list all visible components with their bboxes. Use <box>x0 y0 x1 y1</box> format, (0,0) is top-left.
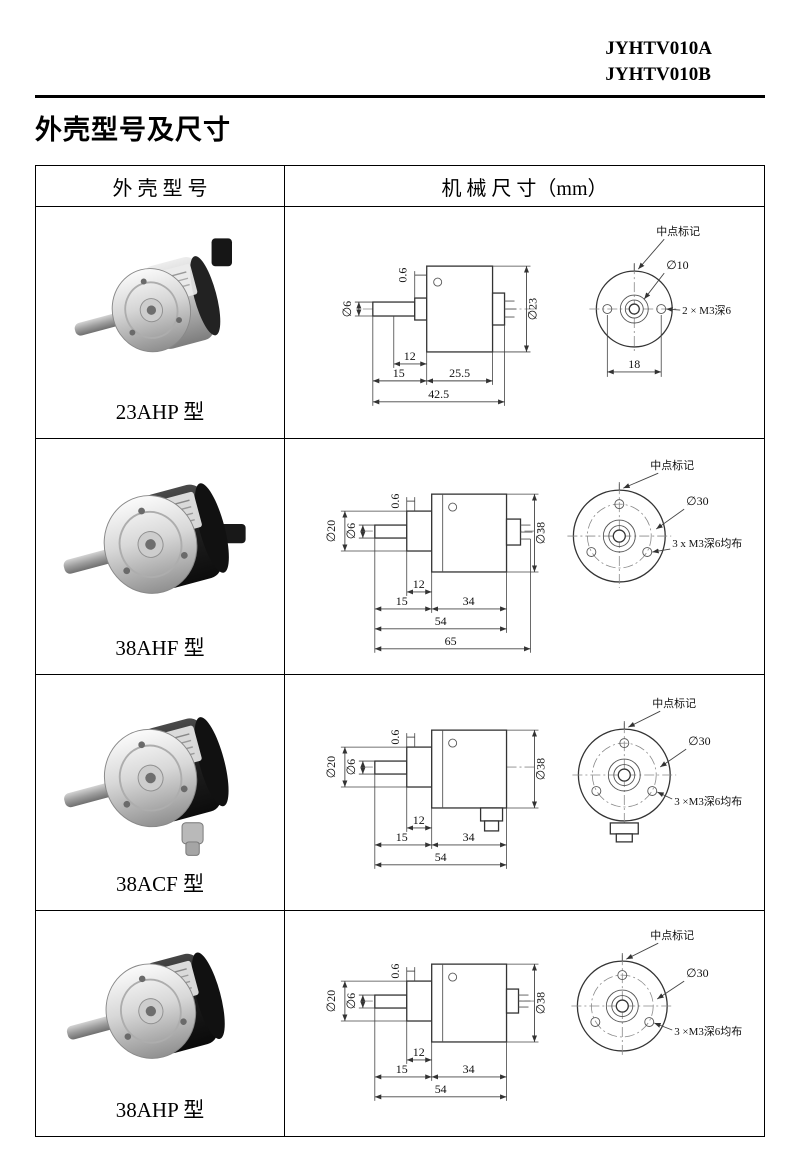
model-label: 23AHP 型 <box>115 400 205 424</box>
dim-label-34: 34 <box>463 829 475 843</box>
table-row-38ahp-model: 38AHP 型 <box>36 910 284 1136</box>
model-label: 38AHF 型 <box>115 636 205 660</box>
dim-label-shaft-dia: ∅6 <box>344 522 358 538</box>
encoder-photo-23ahp <box>74 237 232 352</box>
model-label: 38ACF 型 <box>115 872 205 896</box>
dim-label-shaft-dia: ∅6 <box>344 758 358 774</box>
dim-label-step: 0.6 <box>388 729 402 744</box>
dim-label-65: 65 <box>445 633 457 647</box>
dim-label-12: 12 <box>413 1044 425 1058</box>
dim-label-12: 12 <box>413 812 425 826</box>
doc-code-b: JYHTV010B <box>605 63 711 85</box>
midpoint-mark-label: 中点标记 <box>650 458 694 472</box>
midpoint-mark-label: 中点标记 <box>650 928 694 942</box>
dim-label-42-5: 42.5 <box>428 386 449 400</box>
model-label: 38AHP 型 <box>115 1098 205 1122</box>
dim-label-body-dia: ∅38 <box>533 991 547 1013</box>
dim-label-body-dia: ∅23 <box>525 297 539 319</box>
midpoint-mark-label: 中点标记 <box>656 224 700 238</box>
table-row-38ahf-model: 38AHF 型 <box>36 438 284 674</box>
dim-label-54: 54 <box>435 849 447 863</box>
dim-label-body-dia: ∅38 <box>533 521 547 543</box>
dimensions-table: 外 壳 型 号 机 械 尺 寸（mm） <box>35 165 765 1137</box>
front-screws-label: 2 × M3深6 <box>682 304 731 317</box>
encoder-photo-wrap <box>36 207 284 396</box>
dim-label-step: 0.6 <box>388 963 402 978</box>
table-row-23ahp-dims: ∅6 0.6 ∅23 12 15 <box>284 206 764 438</box>
dim-label-body-dia: ∅38 <box>533 757 547 779</box>
dim-label-15: 15 <box>396 1061 408 1075</box>
encoder-photo-wrap <box>36 911 284 1094</box>
doc-code-a: JYHTV010A <box>605 38 712 59</box>
encoder-photo-38ahf <box>63 482 246 594</box>
dimension-drawing-38acf: ∅20 ∅6 0.6 ∅38 <box>324 696 742 869</box>
front-hub-dia-label: ∅30 <box>686 966 708 980</box>
dim-label-shaft-dia: ∅6 <box>344 992 358 1008</box>
dim-label-34: 34 <box>463 1061 475 1075</box>
dim-label-15: 15 <box>393 365 405 379</box>
encoder-photo-wrap <box>36 675 284 868</box>
dim-label-step: 0.6 <box>388 493 402 508</box>
doc-codes: JYHTV010A JYHTV010B <box>605 36 712 87</box>
dim-label-18: 18 <box>628 356 640 370</box>
encoder-photo-38acf <box>64 716 229 856</box>
dim-label-shaft-dia: ∅6 <box>340 300 354 316</box>
dim-label-34: 34 <box>463 593 475 607</box>
table-row-38acf-model: 38ACF 型 <box>36 674 284 910</box>
dim-label-15: 15 <box>396 829 408 843</box>
dimension-drawing-23ahp: ∅6 0.6 ∅23 12 15 <box>340 224 732 406</box>
column-header-dims: 机 械 尺 寸（mm） <box>284 166 764 206</box>
table-row-23ahp-model: 23AHP 型 <box>36 206 284 438</box>
encoder-photo-38ahp <box>66 952 225 1059</box>
dim-label-boss-dia: ∅20 <box>324 755 338 777</box>
front-screws-label: 3 x M3深6均布 <box>672 537 742 550</box>
front-hub-dia-label: ∅30 <box>688 734 710 748</box>
table-row-38ahp-dims: ∅20 ∅6 0.6 ∅38 <box>284 910 764 1136</box>
page-title: 外壳型号及尺寸 <box>35 115 231 146</box>
dim-label-12: 12 <box>404 348 416 362</box>
front-hub-dia-label: ∅10 <box>666 258 688 272</box>
dim-label-boss-dia: ∅20 <box>324 989 338 1011</box>
dim-label-12: 12 <box>413 576 425 590</box>
dim-label-25-5: 25.5 <box>449 365 470 379</box>
dim-label-15: 15 <box>396 593 408 607</box>
midpoint-mark-label: 中点标记 <box>652 696 696 710</box>
dim-label-step: 0.6 <box>396 267 410 282</box>
front-screws-label: 3 ×M3深6均布 <box>674 1024 742 1037</box>
table-row-38ahf-dims: ∅20 ∅6 0.6 ∅38 <box>284 438 764 674</box>
column-header-model: 外 壳 型 号 <box>112 177 208 200</box>
table-row-38acf-dims: ∅20 ∅6 0.6 ∅38 <box>284 674 764 910</box>
front-hub-dia-label: ∅30 <box>686 494 708 508</box>
dim-label-54: 54 <box>435 1081 447 1095</box>
dim-label-54: 54 <box>435 613 447 627</box>
header-rule <box>35 95 765 98</box>
dimension-drawing-38ahp: ∅20 ∅6 0.6 ∅38 <box>324 928 742 1101</box>
front-screws-label: 3 ×M3深6均布 <box>674 794 742 807</box>
dim-label-boss-dia: ∅20 <box>324 519 338 541</box>
encoder-photo-wrap <box>36 439 284 632</box>
dimension-drawing-38ahf: ∅20 ∅6 0.6 ∅38 <box>324 458 742 653</box>
